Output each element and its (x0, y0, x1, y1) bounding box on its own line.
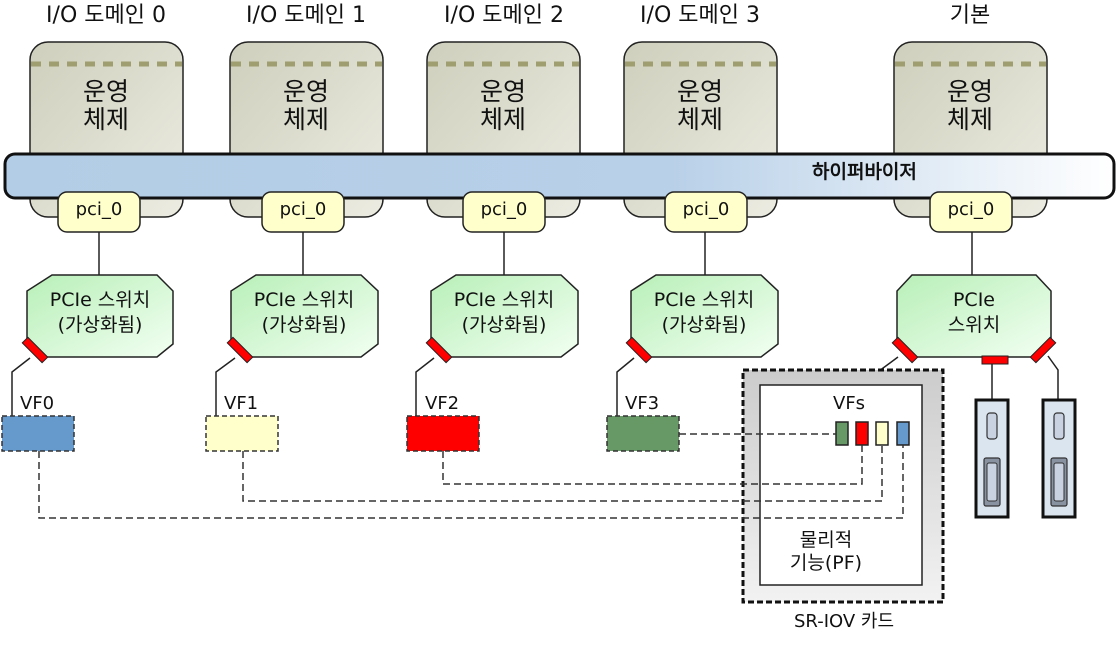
domain-title-primary: 기본 (949, 3, 991, 28)
vf-box-3 (606, 415, 680, 452)
domain-title-1: I/O 도메인 1 (246, 3, 366, 28)
pci-label-1: pci_0 (279, 199, 327, 220)
switch-ports (21, 336, 1057, 365)
vf-label-0: VF0 (20, 393, 55, 414)
vf-box-1 (205, 415, 279, 452)
vswitch-1 (230, 274, 379, 358)
hypervisor-bar (3, 152, 1116, 200)
vf-label-1: VF1 (224, 393, 259, 414)
pci-label-0: pci_0 (75, 199, 123, 220)
virtual-switches (26, 274, 1052, 358)
vswitch-0 (26, 274, 174, 358)
pci-switch-links (98, 232, 973, 275)
io-cards (974, 398, 1077, 519)
pci-label-3: pci_0 (682, 199, 730, 220)
sriov-card-label: SR-IOV 카드 (793, 611, 895, 632)
vf-boxes (1, 415, 680, 452)
pci-label-primary: pci_0 (947, 199, 995, 220)
vf-label-3: VF3 (625, 393, 660, 414)
pci-label-2: pci_0 (480, 199, 528, 220)
pci-boxes (57, 191, 1013, 233)
card-vfs-label: VFs (833, 393, 866, 414)
vf-box-2 (406, 415, 480, 452)
switch-vf-links (11, 355, 1059, 416)
io-card-1 (974, 398, 1010, 519)
pci-box-3 (664, 191, 748, 233)
sriov-card (741, 368, 945, 604)
vf-label-2: VF2 (425, 393, 460, 414)
hypervisor-label: 하이퍼바이저 (812, 161, 917, 183)
card-vf-tiles (835, 421, 910, 446)
vswitch-3 (630, 274, 779, 358)
domain-title-2: I/O 도메인 2 (444, 3, 564, 28)
io-card-2 (1041, 398, 1077, 519)
pci-box-primary (929, 191, 1013, 233)
domain-title-0: I/O 도메인 0 (46, 3, 166, 28)
vswitch-label-3: PCIe 스위치(가상화됨) (653, 289, 755, 336)
vswitch-label-2: PCIe 스위치(가상화됨) (453, 289, 555, 336)
vswitch-2 (430, 274, 579, 358)
domain-title-3: I/O 도메인 3 (640, 3, 760, 28)
vf-box-0 (1, 415, 75, 452)
vf-mapping-lines (38, 433, 904, 519)
vswitch-label-0: PCIe 스위치(가상화됨) (49, 289, 151, 336)
vswitch-label-1: PCIe 스위치(가상화됨) (253, 289, 355, 336)
